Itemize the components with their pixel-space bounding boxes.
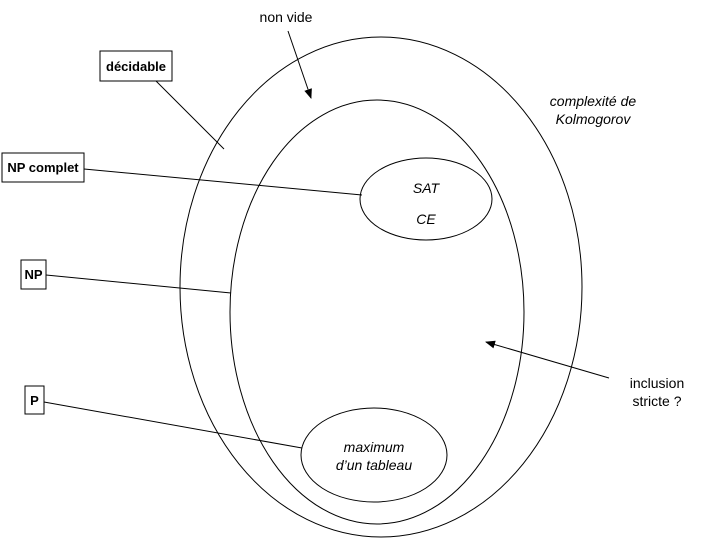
- kolmogorov-label-line1: complexité de: [550, 93, 637, 109]
- np-complete-label-box: [1, 152, 85, 183]
- np-complete-label: NP complet: [7, 160, 79, 175]
- inclusion-arrow: [485, 340, 610, 379]
- np-label: NP: [24, 267, 42, 282]
- decidable-connector: [155, 80, 225, 150]
- inclusion-label-line1: inclusion: [630, 375, 684, 391]
- np-complete-ellipse: [359, 157, 493, 241]
- p-label: P: [30, 393, 39, 408]
- kolmogorov-label-line2: Kolmogorov: [556, 111, 632, 127]
- decidable-label-box: [99, 50, 173, 82]
- maximum-label-line2: d’un tableau: [336, 457, 413, 473]
- sat-label: SAT: [413, 180, 441, 196]
- p-ellipse: [300, 407, 448, 503]
- np-complete-connector: [83, 168, 363, 196]
- decidable-set-ellipse: [179, 36, 583, 538]
- inclusion-label-line2: stricte ?: [632, 393, 681, 409]
- np-set-ellipse: [229, 99, 525, 525]
- decidable-label: décidable: [106, 59, 166, 74]
- non-vide-label: non vide: [260, 9, 313, 25]
- p-label-box: [24, 385, 45, 415]
- p-connector: [43, 401, 303, 449]
- maximum-label-line1: maximum: [344, 439, 405, 455]
- np-connector: [45, 274, 232, 294]
- ce-label: CE: [416, 211, 436, 227]
- np-label-box: [20, 259, 47, 290]
- non-vide-arrow: [287, 30, 312, 99]
